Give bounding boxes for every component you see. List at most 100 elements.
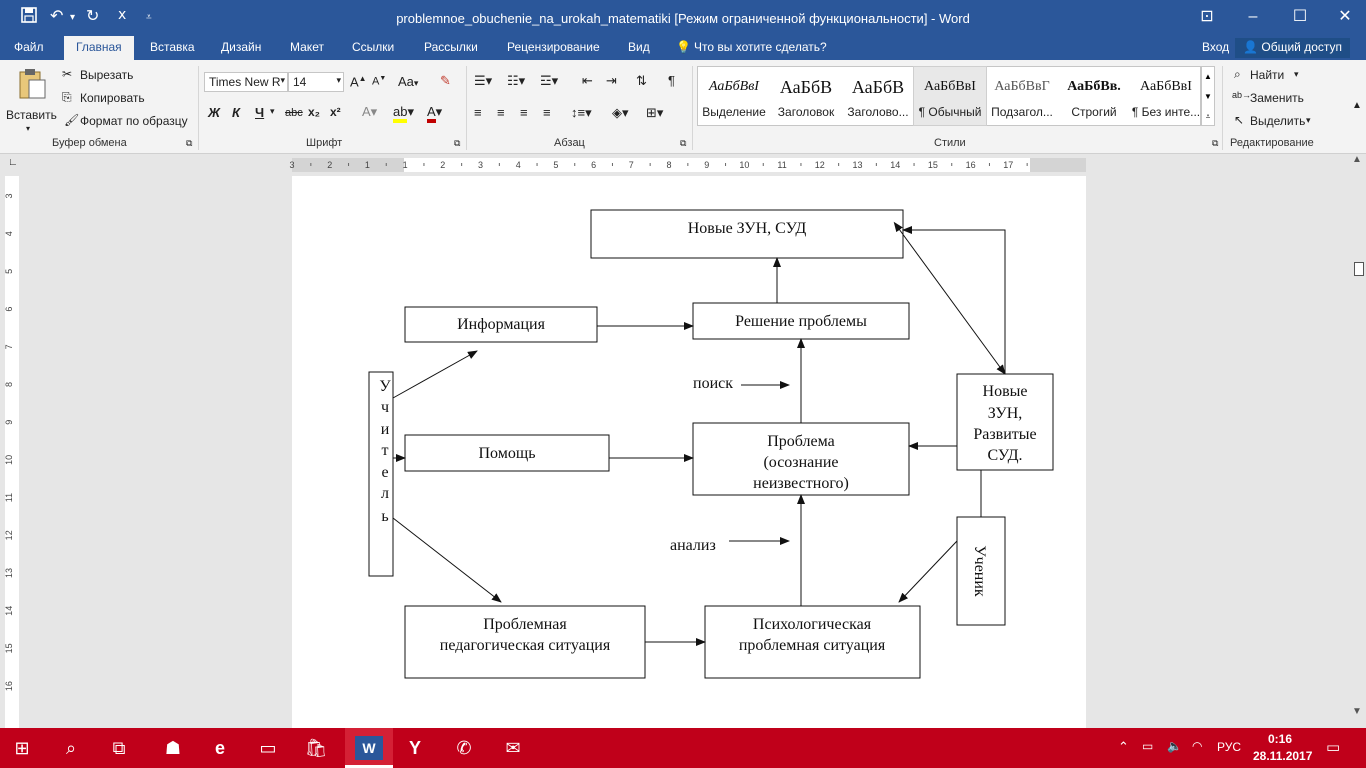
tab-insert[interactable]: Вставка	[150, 40, 195, 54]
decrease-indent-icon[interactable]: ⇤	[582, 73, 593, 88]
strikethrough-button[interactable]: abc	[285, 107, 303, 119]
shading-icon[interactable]: ◈▾	[612, 105, 629, 120]
font-launcher-icon[interactable]: ⧉	[454, 138, 461, 148]
select-button[interactable]: Выделить	[1250, 114, 1306, 128]
box-psychological-situation[interactable]	[704, 605, 921, 679]
scroll-down-icon[interactable]: ▼	[1352, 706, 1362, 717]
viber-icon[interactable]: ✆	[456, 738, 472, 758]
volume-icon[interactable]: 🔈	[1167, 739, 1182, 753]
store-icon[interactable]: 🛍	[304, 738, 328, 758]
style-heading2[interactable]: АаБбВ Заголово...	[842, 67, 914, 125]
style-normal[interactable]: АаБбВвI ¶ Обычный	[913, 66, 987, 126]
box-problem[interactable]	[692, 422, 910, 496]
tab-view[interactable]: Вид	[628, 40, 650, 54]
style-no-spacing[interactable]: АаБбВвI ¶ Без инте...	[1130, 67, 1202, 125]
collapse-ribbon-icon[interactable]: ▲	[1352, 100, 1362, 111]
save-icon[interactable]	[20, 6, 38, 29]
align-right-icon[interactable]: ≡	[520, 105, 528, 120]
grow-font-icon[interactable]: A▲	[350, 74, 367, 90]
tab-references[interactable]: Ссылки	[352, 40, 395, 54]
tab-home[interactable]: Главная	[64, 36, 134, 60]
tab-selector-icon[interactable]: ∟	[8, 157, 18, 168]
customize-qat-icon[interactable]: ⩡	[146, 12, 152, 23]
redo-icon[interactable]: ↻	[86, 8, 100, 25]
clock-date[interactable]: 28.11.2017	[1253, 749, 1313, 763]
vertical-scrollbar[interactable]: ▲ ▼	[1350, 154, 1366, 728]
style-emphasis[interactable]: АаБбВвI Выделение	[698, 67, 770, 125]
font-name-combo[interactable]: Times New R ▾	[204, 72, 288, 92]
multilevel-list-icon[interactable]: ☲▾	[540, 73, 559, 88]
paste-button[interactable]: Вставить ▾	[4, 66, 57, 136]
yandex-browser-icon[interactable]: Y	[408, 738, 421, 758]
box-student[interactable]	[956, 516, 1006, 626]
bullets-icon[interactable]: ☰▾	[474, 73, 493, 88]
borders-icon[interactable]: ⊞▾	[646, 105, 664, 120]
cut-button[interactable]: Вырезать	[80, 68, 134, 82]
styles-launcher-icon[interactable]: ⧉	[1212, 138, 1219, 148]
format-painter-button[interactable]: Формат по образцу	[80, 114, 188, 128]
style-subtitle[interactable]: АаБбВвГ Подзагол...	[986, 67, 1058, 125]
justify-icon[interactable]: ≡	[543, 105, 551, 120]
tab-design[interactable]: Дизайн	[221, 40, 262, 54]
file-explorer-icon[interactable]: ▭	[259, 738, 277, 758]
people-icon[interactable]: ☗	[164, 738, 182, 758]
subscript-button[interactable]: x₂	[308, 105, 321, 119]
replace-button[interactable]: Заменить	[1250, 91, 1304, 105]
box-new-zun-developed[interactable]	[956, 373, 1054, 471]
highlight-icon[interactable]: ab▾	[393, 104, 414, 123]
tab-review[interactable]: Рецензирование	[507, 40, 600, 54]
change-case-button[interactable]: Aa▾	[398, 74, 419, 89]
box-information[interactable]	[404, 306, 598, 343]
document-page[interactable]: Новые ЗУН, СУД Информация Решение пробле…	[292, 176, 1086, 728]
line-spacing-icon[interactable]: ↕≡▾	[571, 105, 592, 120]
edge-icon[interactable]: e	[214, 738, 225, 758]
ribbon-display-icon[interactable]: ⊡	[1200, 8, 1214, 25]
underline-button[interactable]: Ч	[255, 105, 265, 120]
font-color-icon[interactable]: A▾	[427, 104, 442, 123]
minimize-button[interactable]: –	[1248, 8, 1258, 25]
clear-formatting-icon[interactable]: ✎	[440, 73, 451, 88]
numbering-icon[interactable]: ☷▾	[507, 73, 526, 88]
select-dropdown-icon[interactable]: ▾	[1306, 115, 1311, 125]
text-effects-icon[interactable]: A▾	[362, 104, 378, 119]
bold-button[interactable]: Ж	[208, 105, 221, 120]
scroll-up-icon[interactable]: ▲	[1352, 154, 1362, 165]
italic-button[interactable]: К	[232, 105, 240, 120]
font-size-combo[interactable]: 14 ▾	[288, 72, 344, 92]
tell-me-input[interactable]: Что вы хотите сделать?	[694, 40, 827, 54]
find-button[interactable]: Найти	[1250, 68, 1285, 82]
clock-time[interactable]: 0:16	[1268, 732, 1293, 746]
style-strong[interactable]: АаБбВв. Строгий	[1058, 67, 1130, 125]
shrink-font-icon[interactable]: A▼	[372, 75, 387, 88]
share-button[interactable]: 👤 Общий доступ	[1235, 38, 1350, 58]
tab-layout[interactable]: Макет	[290, 40, 324, 54]
underline-dropdown-icon[interactable]: ▾	[270, 106, 275, 116]
signin-link[interactable]: Вход	[1202, 40, 1230, 54]
windows-start-icon[interactable]: ⊞	[14, 738, 30, 758]
task-view-icon[interactable]: ⧉	[112, 738, 126, 758]
box-teacher[interactable]	[368, 371, 394, 577]
clipboard-launcher-icon[interactable]: ⧉	[186, 138, 193, 148]
maximize-button[interactable]: ☐	[1292, 8, 1308, 25]
align-left-icon[interactable]: ≡	[474, 105, 482, 120]
wifi-icon[interactable]: ◠	[1192, 739, 1203, 753]
mail-icon[interactable]: ✉	[505, 738, 521, 758]
battery-icon[interactable]: ▭	[1142, 739, 1154, 753]
undo-icon[interactable]: ↶	[50, 8, 64, 25]
sort-icon[interactable]: ⇅	[636, 73, 647, 88]
search-icon[interactable]: ⌕	[65, 738, 77, 758]
copy-button[interactable]: Копировать	[80, 91, 145, 105]
format-painter-quick-icon[interactable]: ⅹ	[118, 6, 127, 22]
word-taskbar-button[interactable]: W	[345, 728, 393, 768]
tab-mailings[interactable]: Рассылки	[424, 40, 478, 54]
find-dropdown-icon[interactable]: ▾	[1294, 69, 1299, 79]
tray-chevron-icon[interactable]: ⌃	[1118, 739, 1129, 754]
close-button[interactable]: ✕	[1338, 8, 1352, 25]
superscript-button[interactable]: x²	[330, 105, 341, 119]
box-pedagogical-situation[interactable]	[404, 605, 646, 679]
pilcrow-icon[interactable]: ¶	[668, 73, 675, 88]
language-indicator[interactable]: РУС	[1217, 740, 1242, 754]
tab-file[interactable]: Файл	[14, 40, 44, 54]
